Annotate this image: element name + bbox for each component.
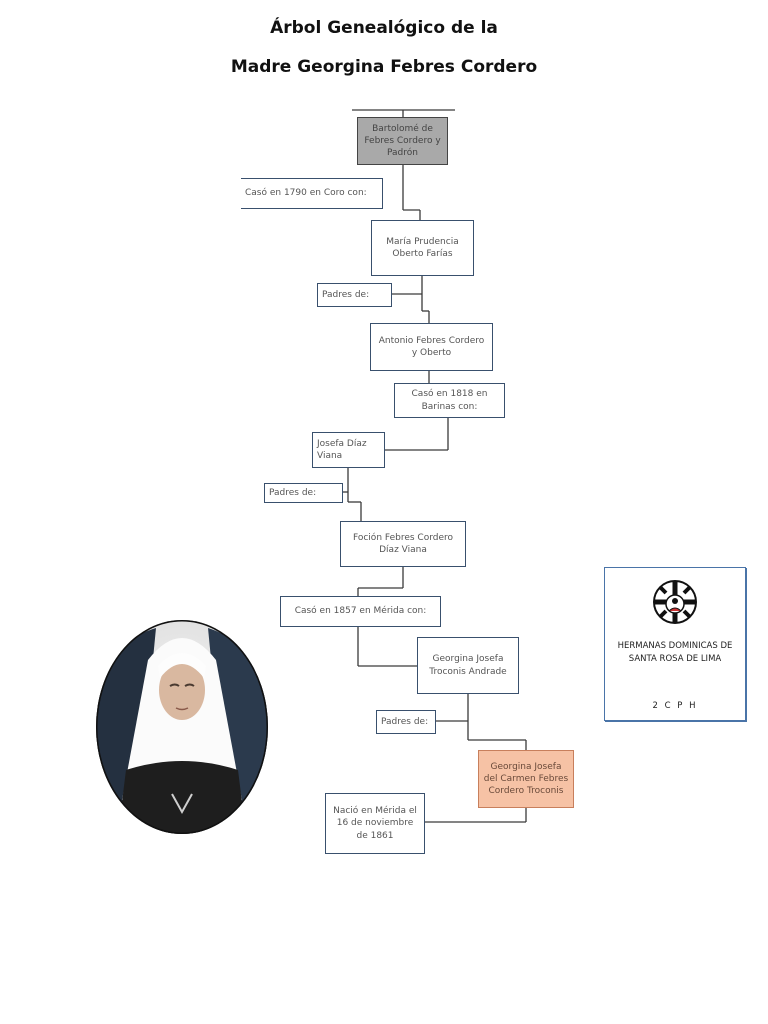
node-josefa-diaz: Josefa Díaz Viana bbox=[312, 432, 385, 468]
node-georgina-troconis-label: Georgina Josefa Troconis Andrade bbox=[429, 654, 507, 677]
node-antonio-label: Antonio Febres Cordero y Oberto bbox=[378, 335, 485, 358]
nun-portrait-illustration bbox=[96, 620, 268, 834]
node-focion: Foción Febres Cordero Díaz Viana bbox=[340, 521, 466, 567]
congregation-badge: HERMANAS DOMINICAS DE SANTA ROSA DE LIMA… bbox=[604, 567, 746, 721]
node-marriage-1790: Casó en 1790 en Coro con: bbox=[241, 178, 383, 209]
node-maria-prudencia: María Prudencia Oberto Farías bbox=[371, 220, 474, 276]
node-maria-prudencia-label: María Prudencia Oberto Farías bbox=[386, 236, 459, 259]
node-bartolome: Bartolomé de Febres Cordero y Padrón bbox=[357, 117, 448, 165]
node-parents-of-1-label: Padres de: bbox=[322, 289, 370, 300]
dominican-seal-icon bbox=[653, 580, 697, 624]
node-georgina-del-carmen-label: Georgina Josefa del Carmen Febres Corder… bbox=[483, 761, 569, 797]
node-parents-of-2: Padres de: bbox=[264, 483, 343, 503]
node-marriage-1857: Casó en 1857 en Mérida con: bbox=[280, 596, 441, 627]
page-title-line-1: Árbol Genealógico de la bbox=[270, 18, 498, 38]
node-bartolome-label: Bartolomé de Febres Cordero y Padrón bbox=[364, 123, 441, 159]
node-marriage-1857-label: Casó en 1857 en Mérida con: bbox=[294, 606, 427, 617]
node-georgina-del-carmen: Georgina Josefa del Carmen Febres Corder… bbox=[478, 750, 574, 808]
node-parents-of-3: Padres de: bbox=[376, 710, 436, 734]
node-josefa-diaz-label: Josefa Díaz Viana bbox=[317, 438, 367, 461]
congregation-name: HERMANAS DOMINICAS DE SANTA ROSA DE LIMA bbox=[617, 641, 733, 665]
node-marriage-1818-label: Casó en 1818 en Barinas con: bbox=[411, 389, 488, 412]
node-marriage-1818: Casó en 1818 en Barinas con: bbox=[394, 383, 505, 418]
node-parents-of-2-label: Padres de: bbox=[269, 487, 317, 498]
congregation-code: 2 C P H bbox=[652, 701, 698, 711]
node-marriage-1790-label: Casó en 1790 en Coro con: bbox=[245, 188, 367, 199]
node-antonio: Antonio Febres Cordero y Oberto bbox=[370, 323, 493, 371]
node-focion-label: Foción Febres Cordero Díaz Viana bbox=[353, 532, 453, 555]
node-birth: Nació en Mérida el 16 de noviembre de 18… bbox=[325, 793, 425, 854]
node-georgina-troconis: Georgina Josefa Troconis Andrade bbox=[417, 637, 519, 694]
node-birth-label: Nació en Mérida el 16 de noviembre de 18… bbox=[333, 806, 417, 841]
node-parents-of-1: Padres de: bbox=[317, 283, 392, 307]
page-title-line-2: Madre Georgina Febres Cordero bbox=[230, 57, 538, 77]
node-parents-of-3-label: Padres de: bbox=[381, 716, 429, 727]
nun-portrait-image bbox=[96, 620, 268, 834]
